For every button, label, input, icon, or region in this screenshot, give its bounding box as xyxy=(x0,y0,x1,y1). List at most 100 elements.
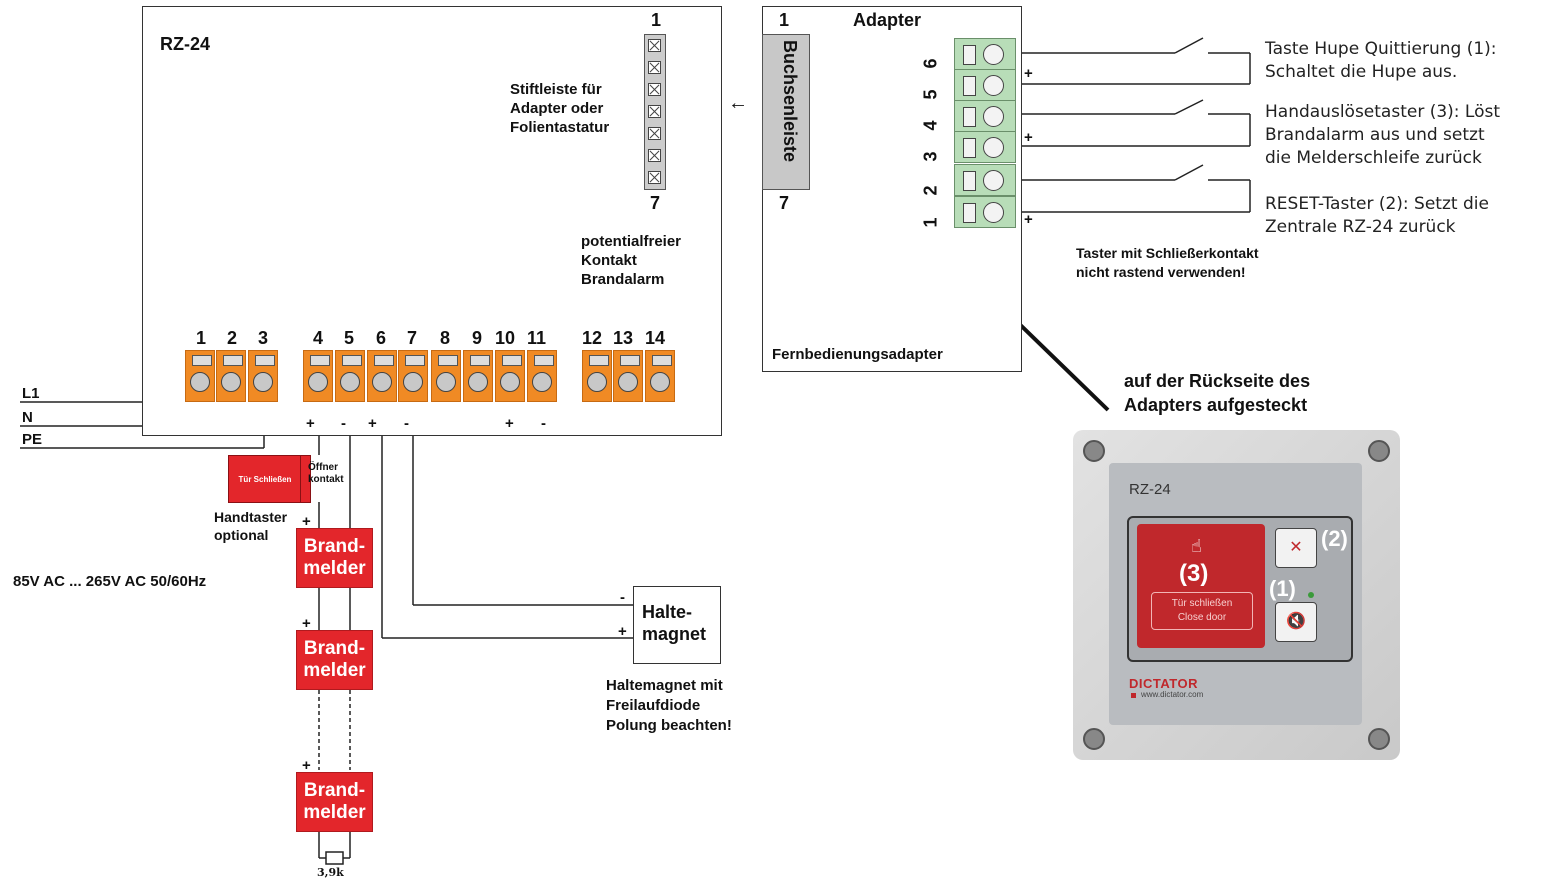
terminal-number: 13 xyxy=(613,328,634,348)
device-face: RZ-24 ☝ (3) Tür schließen Close door ✕ (… xyxy=(1109,463,1362,725)
pin-header-top-number: 1 xyxy=(651,10,662,30)
adapter-terminal-number: 6 xyxy=(920,58,941,69)
screw-icon xyxy=(532,372,552,392)
adapter-terminal-number: 3 xyxy=(920,151,941,162)
handtaster-contact-label: Öffner kontakt xyxy=(308,462,344,485)
device-url: www.dictator.com xyxy=(1141,690,1204,699)
adapter-bottom-number: 7 xyxy=(779,193,790,213)
pin-icon xyxy=(648,39,661,52)
terminal-8 xyxy=(431,350,461,402)
adapter-plus: + xyxy=(1024,129,1033,146)
device-keypad: ☝ (3) Tür schließen Close door ✕ (2) (1)… xyxy=(1127,516,1353,662)
terminal-11 xyxy=(527,350,557,402)
screw-icon xyxy=(618,372,638,392)
magnet-plus: + xyxy=(618,623,627,640)
polarity-sign: + xyxy=(306,415,315,432)
terminal-1 xyxy=(185,350,215,402)
screw-icon xyxy=(253,372,273,392)
brandmelder-3: Brand-melder xyxy=(296,772,373,832)
terminal-3 xyxy=(248,350,278,402)
resistor-label: 3,9k xyxy=(317,866,344,879)
pin-header-bottom-number: 7 xyxy=(650,193,661,213)
adapter-terminal-number: 2 xyxy=(920,185,941,196)
screw-icon xyxy=(403,372,423,392)
screw-icon xyxy=(500,372,520,392)
close-door-button: ☝ (3) Tür schließen Close door xyxy=(1137,524,1265,648)
terminal-number: 9 xyxy=(472,328,483,348)
mute-horn-icon: 🔇 xyxy=(1275,602,1317,642)
callout-2: (2) xyxy=(1321,526,1348,551)
arrow-left-icon: ← xyxy=(728,92,748,114)
magnet-note: Haltemagnet mit Freilaufdiode Polung bea… xyxy=(606,677,732,734)
pin-icon xyxy=(648,61,661,74)
buchsenleiste: Buchsenleiste xyxy=(762,34,810,190)
callout-3: (3) xyxy=(1179,560,1209,587)
screw-icon xyxy=(983,137,1004,158)
screw-icon xyxy=(1368,728,1390,750)
terminal-10 xyxy=(495,350,525,402)
pin-icon xyxy=(648,171,661,184)
pin-header xyxy=(644,34,666,190)
screw-icon xyxy=(190,372,210,392)
terminal-12 xyxy=(582,350,612,402)
terminal-13 xyxy=(613,350,643,402)
terminal-7 xyxy=(398,350,428,402)
handtaster-label: Handtaster optional xyxy=(214,509,288,543)
adapter-plus: + xyxy=(1024,65,1033,82)
mains-l1-label: L1 xyxy=(22,385,40,402)
polarity-sign: - xyxy=(404,415,409,432)
adapter-note: Taster mit Schließerkontakt nicht rasten… xyxy=(1076,245,1259,280)
melder-plus: + xyxy=(302,615,311,632)
terminal-2 xyxy=(216,350,246,402)
polarity-sign: - xyxy=(541,415,546,432)
polarity-sign: + xyxy=(368,415,377,432)
screw-icon xyxy=(468,372,488,392)
terminal-14 xyxy=(645,350,675,402)
screw-icon xyxy=(983,170,1004,191)
adapter-title: Adapter xyxy=(853,10,922,30)
callout-1: (1) xyxy=(1269,576,1296,601)
adapter-terminal-3 xyxy=(954,131,1016,163)
terminal-number: 14 xyxy=(645,328,666,348)
brand-square-icon xyxy=(1131,693,1136,698)
haltemagnet: Halte- magnet xyxy=(633,586,721,664)
screw-icon xyxy=(372,372,392,392)
device-brand: DICTATOR xyxy=(1129,676,1198,691)
terminal-number: 5 xyxy=(344,328,355,348)
brandmelder-1: Brand-melder xyxy=(296,528,373,588)
terminal-4 xyxy=(303,350,333,402)
polarity-sign: - xyxy=(341,415,346,432)
screw-icon xyxy=(1083,728,1105,750)
device-photo: RZ-24 ☝ (3) Tür schließen Close door ✕ (… xyxy=(1073,430,1400,760)
adapter-terminal-number: 1 xyxy=(920,217,941,228)
screw-icon xyxy=(308,372,328,392)
terminal-number: 4 xyxy=(313,328,324,348)
status-led-icon xyxy=(1308,592,1314,598)
melder-plus: + xyxy=(302,513,311,530)
device-caption: auf der Rückseite des Adapters aufgestec… xyxy=(1124,371,1311,415)
mains-voltage-label: 85V AC ... 265V AC 50/60Hz xyxy=(13,573,207,590)
terminal-number: 8 xyxy=(440,328,451,348)
screw-icon xyxy=(1368,440,1390,462)
handtaster-button: Tür Schließen xyxy=(228,455,302,503)
terminal-number: 7 xyxy=(407,328,418,348)
screw-icon xyxy=(221,372,241,392)
screw-icon xyxy=(983,106,1004,127)
adapter-terminal-5 xyxy=(954,69,1016,101)
pin-icon xyxy=(648,105,661,118)
terminal-number: 11 xyxy=(527,328,547,348)
adapter-terminal-1 xyxy=(954,196,1016,228)
device-model: RZ-24 xyxy=(1129,481,1171,498)
screw-icon xyxy=(1083,440,1105,462)
terminal-number: 6 xyxy=(376,328,387,348)
adapter-plus: + xyxy=(1024,211,1033,228)
reset-button-icon: ✕ xyxy=(1275,528,1317,568)
screw-icon xyxy=(983,202,1004,223)
terminal-number: 2 xyxy=(227,328,238,348)
rz24-title: RZ-24 xyxy=(160,34,211,54)
brandmelder-2: Brand-melder xyxy=(296,630,373,690)
pin-icon xyxy=(648,83,661,96)
terminal-number: 10 xyxy=(495,328,516,348)
screw-icon xyxy=(340,372,360,392)
resistor-icon xyxy=(325,851,344,865)
